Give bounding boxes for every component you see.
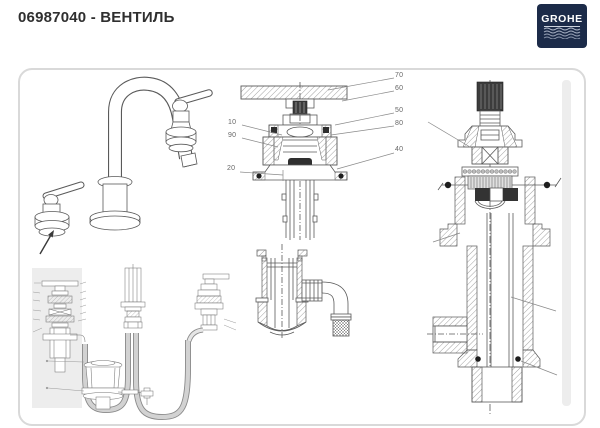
page-title: 06987040 - ВЕНТИЛЬ <box>18 9 175 26</box>
valve-callout-illustration <box>34 181 85 255</box>
handle-unit <box>165 89 213 153</box>
inlet-pipes <box>281 180 319 240</box>
connector-section-drawing <box>255 244 352 338</box>
grohe-waves-icon <box>543 27 581 39</box>
part-label-90: 90 <box>228 132 237 139</box>
part-label-60: 60 <box>395 85 404 92</box>
handle-bar <box>240 85 348 100</box>
valve-section-drawing <box>239 77 395 240</box>
arrow-icon <box>39 230 54 255</box>
cartridge-core <box>461 146 519 209</box>
bonnet <box>457 125 523 148</box>
right-valve <box>186 273 237 342</box>
faucet-illustration <box>89 76 213 231</box>
elbow-hose <box>321 281 352 337</box>
part-label-50: 50 <box>395 107 404 114</box>
installation-diagram <box>32 264 237 421</box>
grohe-logo: GROHE <box>537 4 587 48</box>
spout-shank <box>120 264 146 329</box>
side-nut <box>301 279 323 302</box>
mounting-flange <box>252 164 348 181</box>
part-label-70: 70 <box>395 72 404 79</box>
outlet-port <box>427 316 483 354</box>
spline-stem <box>476 81 504 127</box>
lower-body <box>457 349 541 403</box>
shank-tube <box>256 249 308 328</box>
bell-nut <box>255 297 309 336</box>
grohe-logo-text: GROHE <box>541 12 583 25</box>
popup-drain <box>45 359 154 410</box>
side-o-rings <box>437 177 562 191</box>
part-label-10: 10 <box>228 119 237 126</box>
valve-handle <box>34 181 85 237</box>
leader-lines <box>427 121 558 376</box>
grohe-logo-underline <box>544 25 580 27</box>
scan-shade-strip <box>562 80 571 406</box>
housing-walls <box>439 176 551 368</box>
cartridge-section-drawing <box>427 80 562 414</box>
part-label-20: 20 <box>227 165 236 172</box>
exploded-valve <box>32 280 87 373</box>
stem-cap <box>282 98 318 126</box>
part-label-80: 80 <box>395 120 404 127</box>
part-label-40: 40 <box>395 146 404 153</box>
leader-lines <box>239 77 395 181</box>
